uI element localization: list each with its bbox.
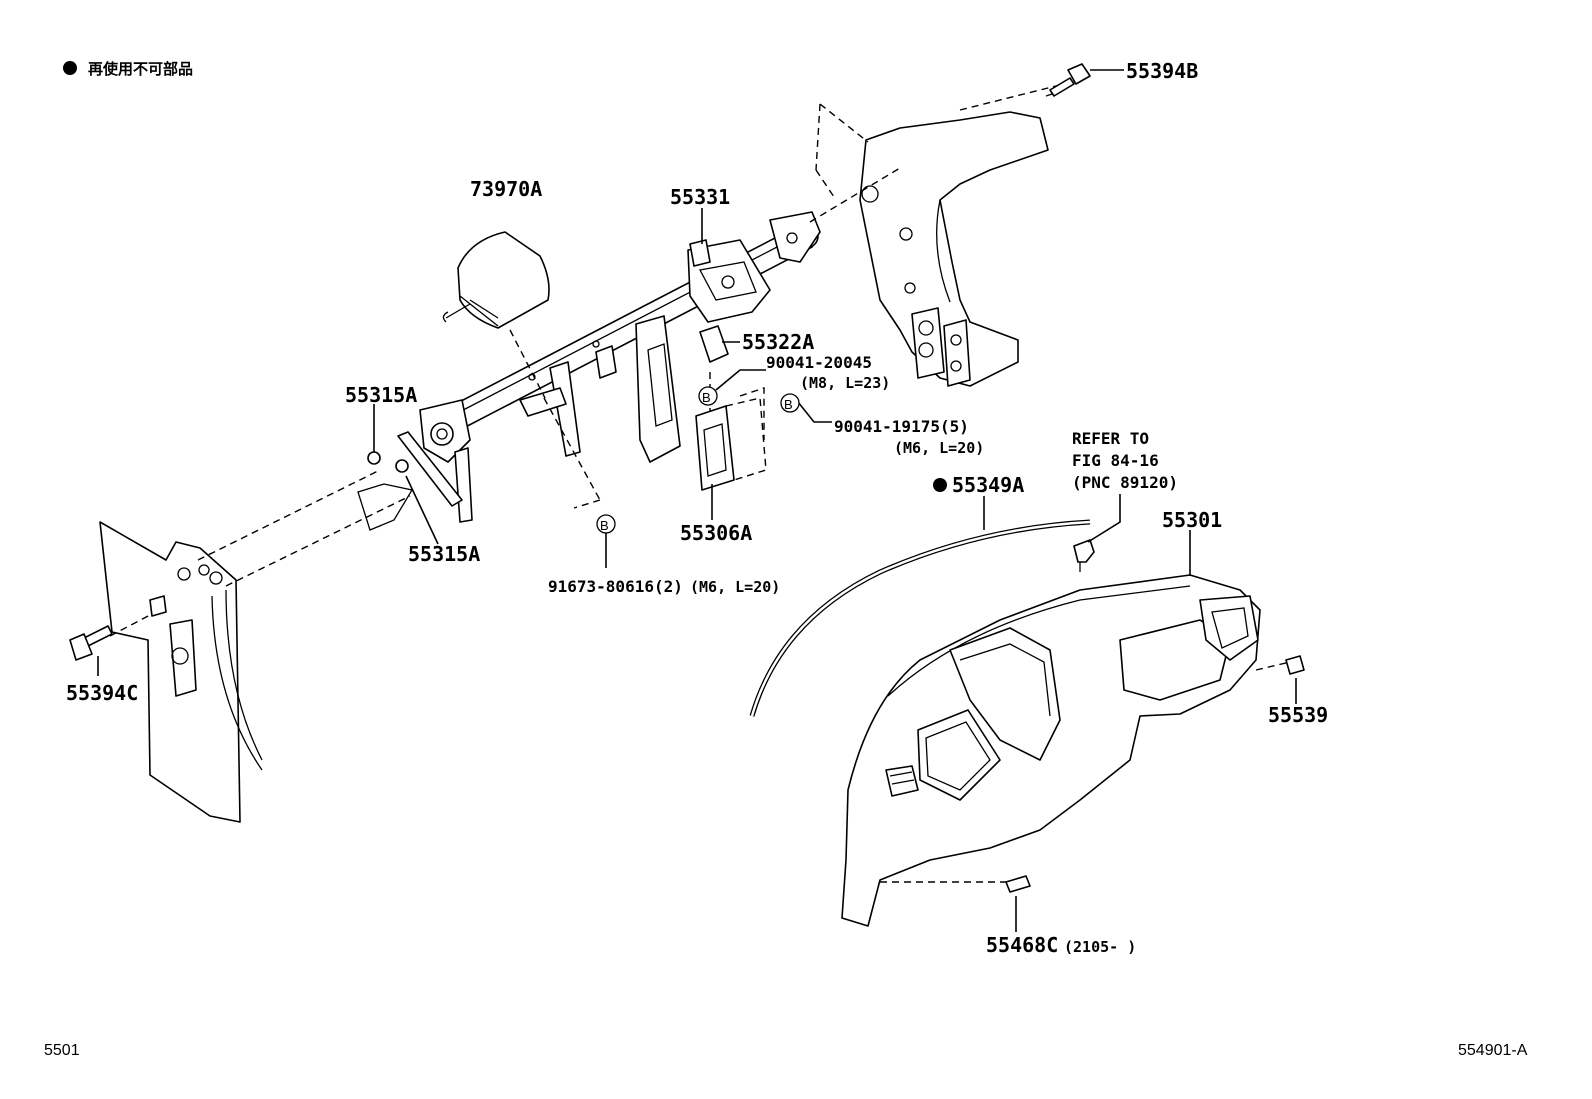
label-91673-80616-spec: (M6, L=20) xyxy=(690,578,780,596)
label-55315A-top[interactable]: 55315A xyxy=(345,383,417,407)
legend-text: 再使用不可部品 xyxy=(88,60,193,78)
label-55539[interactable]: 55539 xyxy=(1268,703,1328,727)
label-55468C[interactable]: 55468C xyxy=(986,933,1058,957)
center-brace-55331 xyxy=(687,239,771,323)
bolt-55394C xyxy=(69,625,113,661)
label-55349A[interactable]: 55349A xyxy=(952,473,1024,497)
label-55322A[interactable]: 55322A xyxy=(742,330,814,354)
label-90041-20045[interactable]: 90041-20045 xyxy=(766,353,872,372)
label-55301[interactable]: 55301 xyxy=(1162,508,1222,532)
label-73970A[interactable]: 73970A xyxy=(470,177,542,201)
bracket-55306A xyxy=(635,315,767,491)
clip-refer-part xyxy=(1073,539,1095,572)
label-55394C[interactable]: 55394C xyxy=(66,681,138,705)
instrument-panel-55301 xyxy=(841,574,1305,927)
bolt-55315A xyxy=(367,451,409,473)
callout-b-2-label: B xyxy=(784,397,793,412)
refer-line-3: (PNC 89120) xyxy=(1072,473,1178,492)
left-pillar-panel xyxy=(99,469,414,823)
airbag-module-73970A xyxy=(442,231,550,399)
non-reusable-dot-55349A-icon xyxy=(933,478,947,492)
label-55468C-spec: (2105- ) xyxy=(1064,938,1136,956)
cross-beam-tube xyxy=(397,211,821,523)
label-55306A[interactable]: 55306A xyxy=(680,521,752,545)
label-90041-19175[interactable]: 90041-19175(5) xyxy=(834,417,969,436)
non-reusable-dot-icon xyxy=(63,61,77,75)
label-90041-19175-spec: (M6, L=20) xyxy=(894,439,984,457)
footer-left-code: 5501 xyxy=(44,1042,80,1059)
footer-right-code: 554901-A xyxy=(1458,1042,1528,1059)
fastener-guide-lines xyxy=(109,372,765,637)
right-pillar-panel xyxy=(809,84,1061,387)
callout-b-2: B xyxy=(780,393,800,413)
bolt-55394B xyxy=(1045,63,1091,97)
leader-lines xyxy=(97,69,1297,932)
callout-b-1-label: B xyxy=(702,390,711,405)
refer-line-1: REFER TO xyxy=(1072,429,1149,448)
label-55331[interactable]: 55331 xyxy=(670,185,730,209)
label-90041-20045-spec: (M8, L=23) xyxy=(800,374,890,392)
callout-b-1: B xyxy=(698,386,718,406)
callout-b-3: B xyxy=(596,514,616,534)
label-91673-80616[interactable]: 91673-80616(2) xyxy=(548,577,683,596)
label-55315A-bottom[interactable]: 55315A xyxy=(408,542,480,566)
legend: 再使用不可部品 xyxy=(63,60,193,78)
callout-b-3-label: B xyxy=(600,518,609,533)
bracket-55322A xyxy=(699,325,729,363)
seal-strip-55349A xyxy=(749,519,1091,717)
refer-line-2: FIG 84-16 xyxy=(1072,451,1159,470)
label-55394B[interactable]: 55394B xyxy=(1126,59,1198,83)
